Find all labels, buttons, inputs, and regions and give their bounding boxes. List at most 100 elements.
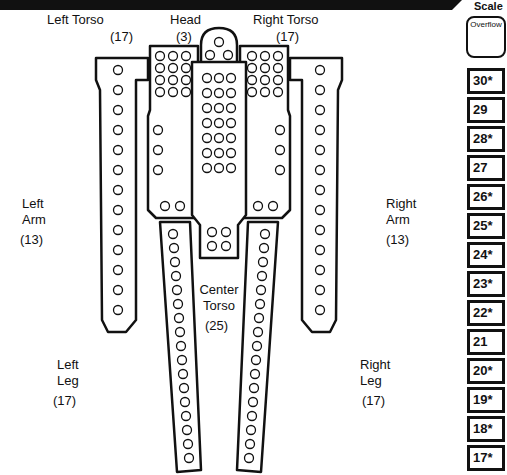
scale-value: 27 [470,158,502,178]
armor-circle [114,246,123,255]
armor-circle [316,246,325,255]
armor-circle [252,356,261,365]
armor-circle [203,74,212,83]
part-label: (17) [276,29,299,45]
armor-circle [215,164,224,173]
armor-circle [227,89,236,98]
armor-circle [181,398,190,407]
armor-circle [316,86,325,95]
armor-circle [316,126,325,135]
armor-circle [255,314,264,323]
armor-circle [170,244,179,253]
part-label: (17) [362,393,385,409]
armor-circle [256,300,265,309]
armor-circle [114,286,123,295]
left-arm-outline [96,58,148,332]
scale-cell: 17* [467,445,505,471]
armor-circles [114,38,325,463]
armor-circle [250,384,259,393]
scale-cell: 23* [467,271,505,297]
scale-value: 29 [470,100,502,120]
armor-circle [154,166,163,175]
scale-value: 20* [470,361,502,381]
scale-value: 19* [470,390,502,410]
armor-circle [261,88,270,97]
armor-circle [208,228,217,237]
armor-circle [215,38,224,47]
armor-circle [203,164,212,173]
armor-circle [114,86,123,95]
armor-circle [224,51,233,60]
scale-value: 17* [470,448,502,468]
armor-circle [227,149,236,158]
scale-cell: 25* [467,213,505,239]
armor-circle [171,258,180,267]
center-torso-outline [192,62,246,258]
armor-circle [274,76,283,85]
part-label: Center Torso [193,282,245,314]
armor-circle [203,104,212,113]
scale-value: 21 [470,332,502,352]
scale-cell: 22* [467,300,505,326]
armor-circle [114,106,123,115]
part-label: (3) [176,29,192,45]
armor-circle [248,64,257,73]
armor-circle [180,384,189,393]
armor-circle [182,412,191,421]
left-leg-outline [160,222,201,472]
armor-circle [161,202,170,211]
armor-circle [156,64,165,73]
armor-circle [253,342,262,351]
armor-circle [176,202,185,211]
armor-circle [222,228,231,237]
armor-circle [316,186,325,195]
overflow-label: Overflow [468,18,504,30]
armor-circle [208,242,217,251]
scale-value: 26* [470,187,502,207]
armor-circle [316,166,325,175]
armor-circle [316,206,325,215]
armor-circle [261,64,270,73]
armor-circle [177,342,186,351]
armor-circle [172,272,181,281]
scale-value: 24* [470,245,502,265]
armor-circle [276,126,285,135]
armor-circle [114,266,123,275]
armor-circle [154,146,163,155]
armor-circle [114,206,123,215]
part-label: (13) [20,232,43,248]
armor-circle [156,76,165,85]
armor-circle [316,286,325,295]
part-label: (17) [110,29,133,45]
armor-circle [258,272,267,281]
armor-circle [260,244,269,253]
scale-cell: 19* [467,387,505,413]
scale-cell: 18* [467,416,505,442]
armor-circle [227,119,236,128]
armor-circle [203,149,212,158]
armor-circle [154,126,163,135]
armor-circle [174,300,183,309]
armor-circle [114,166,123,175]
left-torso-outline [148,46,198,218]
armor-circle [182,88,191,97]
armor-circle [316,226,325,235]
scale-cell: 20* [467,358,505,384]
armor-circle [247,426,256,435]
armor-circle [269,202,278,211]
armor-circle [215,104,224,113]
armor-circle [274,88,283,97]
armor-circle [184,440,193,449]
part-label: Right Torso [253,12,319,28]
armor-circle [227,134,236,143]
armor-circle [215,89,224,98]
part-label: (13) [386,232,409,248]
scale-cell: 24* [467,242,505,268]
armor-circle [173,286,182,295]
scale-value: 28* [470,129,502,149]
armor-circle [245,454,254,463]
scale-value: 30* [470,71,502,91]
header-bar [0,0,462,10]
armor-circle [206,51,215,60]
scale-cell: 26* [467,184,505,210]
